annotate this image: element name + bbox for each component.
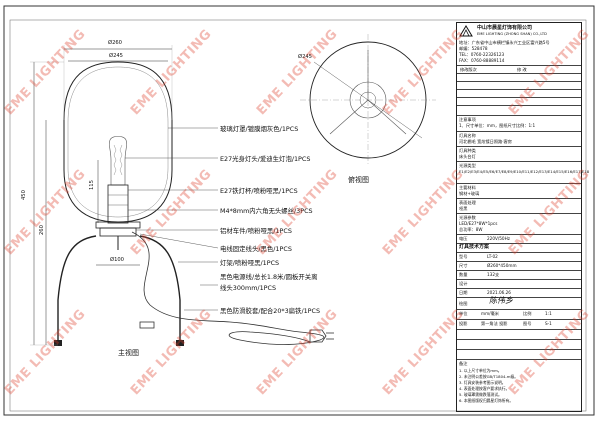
drawn-label: 绘图 bbox=[459, 301, 468, 306]
rubber-foot-right bbox=[176, 340, 184, 346]
callout-e27-socket: E27光身灯头/爱迪生灯泡/1PCS bbox=[220, 155, 311, 163]
callout-set-screw: M4*8mm内六角无头螺丝/3PCS bbox=[220, 207, 313, 215]
revision-col-version: 修改版次 bbox=[460, 67, 477, 72]
remark-4: 4. 表面处理按客户要求执行。 bbox=[459, 386, 510, 391]
voltage-value: 220V/50Hz bbox=[487, 236, 510, 241]
voltage-label: 电压 bbox=[459, 236, 468, 241]
outer-frame bbox=[3, 5, 595, 416]
callout-frame: 灯架/喷粉哑黑/1PCS bbox=[220, 259, 280, 267]
sheet-label: 图号 bbox=[523, 321, 532, 326]
category-value: 床头台灯 bbox=[459, 154, 476, 159]
remark-5: 5. 玻璃罩需做跌落测试。 bbox=[459, 392, 502, 397]
surface-label: 表面处理 bbox=[459, 200, 476, 205]
designer-label: 设计 bbox=[459, 281, 468, 286]
top-view-dim-line bbox=[313, 61, 423, 139]
dim-top-outer: Ø260 bbox=[108, 40, 122, 46]
inner-frame bbox=[9, 19, 587, 412]
product-label: 灯具名称 bbox=[459, 133, 476, 138]
company-name-en: EME LIGHTING (ZHONG SHAN) CO.,LTD bbox=[477, 32, 547, 36]
size-label: 尺寸 bbox=[459, 263, 468, 268]
dim-base-diameter: Ø100 bbox=[110, 257, 124, 263]
size-value: Ø260*450mm bbox=[487, 263, 517, 268]
qty-value: 132支 bbox=[487, 272, 500, 277]
wattage-value: 总功率：8W bbox=[459, 227, 483, 232]
company-tel: TEL：0760-22326123 bbox=[459, 52, 505, 57]
remark-3: 3. 灯具安装参考图示说明。 bbox=[459, 380, 506, 385]
company-postcode: 邮编：528478 bbox=[459, 46, 488, 51]
model-label: 型号 bbox=[459, 254, 468, 259]
company-name-cn: 中山市晨星灯饰有限公司 bbox=[477, 25, 533, 31]
qty-label: 数量 bbox=[459, 272, 468, 277]
drawn-by-signature: 陈伟乡 bbox=[489, 296, 513, 305]
category-label: 灯具种类 bbox=[459, 148, 476, 153]
socket bbox=[107, 184, 129, 224]
remark-1: 1. 以上尺寸单位为mm。 bbox=[459, 368, 502, 373]
spec-label: 灯具技术方案 bbox=[459, 244, 490, 250]
callout-glass-shade: 玻璃灯罩/镀膜烟灰色/1PCS bbox=[220, 125, 299, 133]
light-source-value: E1/E2/E3/E4/E5/E6/E7/E8/E9/E10/E11/E12/E… bbox=[459, 169, 590, 174]
company-logo-icon bbox=[459, 25, 473, 37]
dim-socket-height: 115 bbox=[89, 180, 95, 190]
material-value: 钢材+玻璃 bbox=[459, 191, 480, 196]
power-value: LED/E27*8W*1pcs bbox=[459, 221, 498, 226]
proj-value: 第一角法 投影 bbox=[481, 321, 508, 326]
remarks-header: 备注 bbox=[459, 361, 468, 366]
rocker-switch bbox=[139, 321, 155, 329]
frame-leg-right bbox=[139, 235, 181, 345]
dim-height-total: 450 bbox=[21, 190, 27, 200]
note-header: 注意事项 bbox=[459, 117, 476, 122]
title-block: 中山市晨星灯饰有限公司 EME LIGHTING (ZHONG SHAN) CO… bbox=[456, 22, 590, 412]
aluminium-part bbox=[99, 227, 137, 237]
power-label: 光源参数 bbox=[459, 215, 476, 220]
material-label: 主要材料 bbox=[459, 185, 476, 190]
scale-value: 1:1 bbox=[545, 311, 552, 316]
callout-power-cord: 黑色电源线/总长1.8米/圆板开关离 bbox=[220, 273, 318, 281]
proj-label: 投影 bbox=[459, 321, 468, 326]
plug-body bbox=[309, 329, 327, 343]
callout-lamp-cup: E27铁灯杯/喷粉哑黑/1PCS bbox=[220, 187, 298, 195]
light-source-label: 光源类型 bbox=[459, 163, 476, 168]
dim-top-view: Ø245 bbox=[298, 54, 312, 60]
callout-aluminium-part: 铝材车件/喷粉哑黑/1PCS bbox=[220, 227, 292, 235]
callout-cable-clamp: 电线固定线头/黑色/1PCS bbox=[220, 245, 292, 253]
note-text: 1、尺寸单位：mm，图纸尺寸比例：1:1 bbox=[459, 123, 536, 128]
remark-6: 6. 本图纸版权归晨星灯饰所有。 bbox=[459, 398, 514, 403]
remark-2: 2. 未注明公差按GB/T1804-m级。 bbox=[459, 374, 519, 379]
company-address: 地址：广东省中山市横栏镇永兴工业区富兴路5号 bbox=[459, 40, 550, 45]
product-name: 河北棚毛 宽炫镀日照路·客房 bbox=[459, 139, 512, 144]
tb-divider bbox=[457, 65, 581, 66]
dim-top-inner: Ø245 bbox=[109, 53, 123, 59]
frame-leg-left bbox=[57, 235, 97, 345]
revision-col-change: 修 改 bbox=[517, 67, 527, 72]
filament bbox=[113, 144, 123, 176]
sheet-value: S-1 bbox=[545, 321, 552, 326]
top-view-caption: 俯视图 bbox=[348, 176, 369, 184]
main-view-caption: 主视图 bbox=[118, 349, 139, 357]
date-label: 日期 bbox=[459, 290, 468, 295]
leader-lines bbox=[125, 127, 219, 311]
date-value: 2021.06.26 bbox=[487, 290, 511, 295]
surface-value: 哑黑 bbox=[459, 206, 468, 211]
company-fax: FAX：0760-88889114 bbox=[459, 58, 505, 63]
callout-rubber-foot: 黑色防滑胶套/配合20*3扁铁/1PCS bbox=[220, 307, 321, 315]
unit-value: mm/毫米 bbox=[481, 311, 499, 316]
unit-label: 单位 bbox=[459, 311, 468, 316]
model-value: LT-02 bbox=[487, 254, 498, 259]
scale-label: 比例 bbox=[523, 311, 532, 316]
glass-globe-inner bbox=[67, 66, 169, 218]
callout-power-cord-2: 线头300mm/1PCS bbox=[220, 284, 277, 292]
edison-bulb bbox=[109, 135, 127, 186]
rubber-foot-left bbox=[54, 340, 62, 346]
